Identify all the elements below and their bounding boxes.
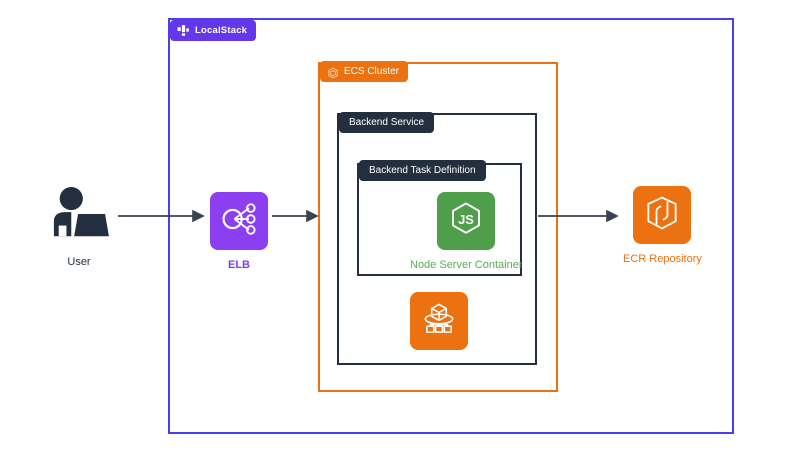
ecs-task-tile — [410, 292, 468, 350]
user-label: User — [67, 256, 91, 268]
node-server-container-label: Node Server Container — [410, 259, 523, 271]
backend-service-label: Backend Service — [349, 117, 425, 128]
svg-text:JS: JS — [458, 211, 474, 226]
ecs-cluster-boundary — [318, 62, 558, 392]
ecr-tile — [633, 186, 692, 244]
user-at-laptop-icon — [48, 186, 110, 247]
localstack-badge: LocalStack — [170, 20, 257, 41]
ecs-cluster-icon — [327, 66, 339, 78]
ecr-repository-icon — [642, 193, 682, 238]
localstack-logo-icon — [177, 24, 190, 37]
elb-tile — [210, 192, 268, 250]
backend-service-badge: Backend Service — [339, 112, 435, 133]
node-ecs-task[interactable] — [410, 292, 468, 350]
node-user[interactable]: User — [48, 186, 110, 268]
localstack-boundary — [168, 18, 734, 434]
ecs-cluster-label: ECS Cluster — [344, 66, 400, 77]
backend-service-boundary — [337, 113, 537, 365]
ecs-task-container-icon — [419, 299, 459, 344]
ecr-repository-label: ECR Repository — [623, 253, 702, 265]
elb-label: ELB — [228, 259, 250, 271]
node-node-server-container[interactable]: JS Node Server Container — [410, 192, 523, 271]
task-definition-badge: Backend Task Definition — [359, 160, 486, 181]
nodejs-icon: JS — [447, 200, 485, 243]
elastic-load-balancer-icon — [219, 199, 259, 244]
nodejs-tile: JS — [437, 192, 496, 250]
node-ecr-repository[interactable]: ECR Repository — [623, 186, 702, 265]
localstack-label: LocalStack — [195, 25, 248, 36]
node-elb[interactable]: ELB — [210, 192, 268, 271]
task-definition-label: Backend Task Definition — [369, 165, 476, 176]
ecs-cluster-badge: ECS Cluster — [320, 61, 409, 82]
